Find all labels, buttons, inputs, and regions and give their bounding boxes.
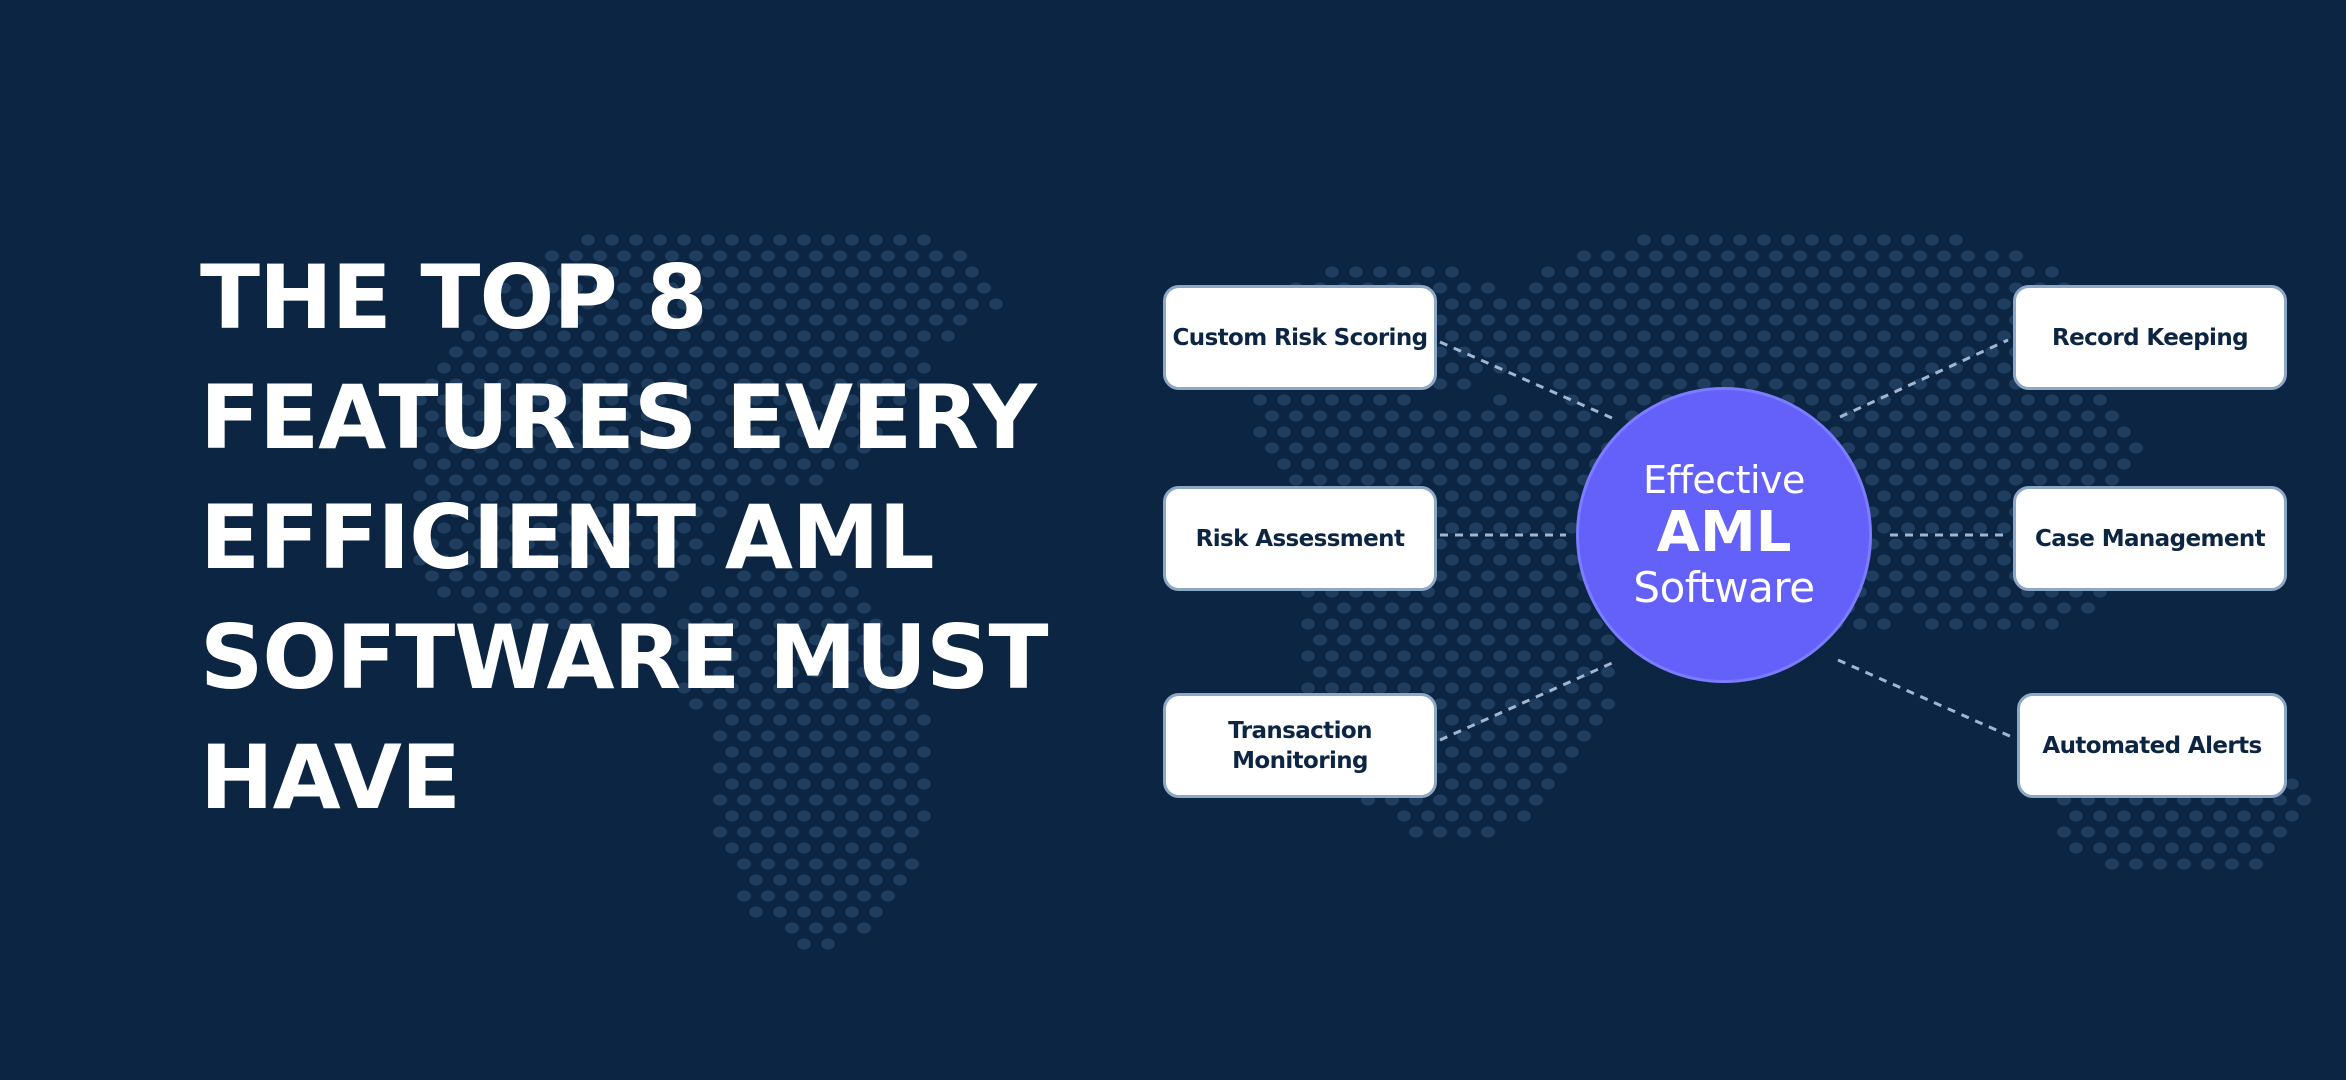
- connector-record-keeping: [1839, 338, 2009, 419]
- hub-line-2: AML: [1656, 500, 1792, 565]
- feature-record-keeping[interactable]: Record Keeping: [2013, 285, 2287, 390]
- feature-label: Automated Alerts: [2042, 732, 2262, 759]
- feature-custom-risk-scoring[interactable]: Custom Risk Scoring: [1163, 285, 1437, 390]
- feature-label: Transaction Monitoring: [1228, 717, 1372, 774]
- feature-label: Case Management: [2035, 525, 2266, 552]
- connector-automated-alerts: [1837, 658, 2013, 739]
- page-headline: THE TOP 8 FEATURES EVERY EFFICIENT AML S…: [200, 238, 1048, 838]
- hub-line-1: Effective: [1643, 458, 1805, 502]
- hub-line-3: Software: [1633, 563, 1815, 612]
- feature-label: Custom Risk Scoring: [1172, 324, 1429, 351]
- feature-case-management[interactable]: Case Management: [2013, 486, 2287, 591]
- connector-custom-risk-scoring: [1439, 340, 1613, 420]
- headline-line-3: EFFICIENT AML: [200, 486, 935, 589]
- headline-line-2: FEATURES EVERY: [200, 366, 1037, 469]
- feature-label: Record Keeping: [2052, 324, 2249, 351]
- feature-label: Risk Assessment: [1195, 525, 1405, 552]
- feature-transaction-monitoring[interactable]: Transaction Monitoring: [1163, 693, 1437, 798]
- headline-line-4: SOFTWARE MUST: [200, 606, 1048, 709]
- headline-line-5: HAVE: [200, 726, 461, 829]
- feature-risk-assessment[interactable]: Risk Assessment: [1163, 486, 1437, 591]
- central-hub-circle: Effective AML Software: [1576, 387, 1872, 683]
- headline-line-1: THE TOP 8: [200, 246, 708, 349]
- connector-transaction-monitoring: [1439, 661, 1613, 742]
- feature-automated-alerts[interactable]: Automated Alerts: [2017, 693, 2287, 798]
